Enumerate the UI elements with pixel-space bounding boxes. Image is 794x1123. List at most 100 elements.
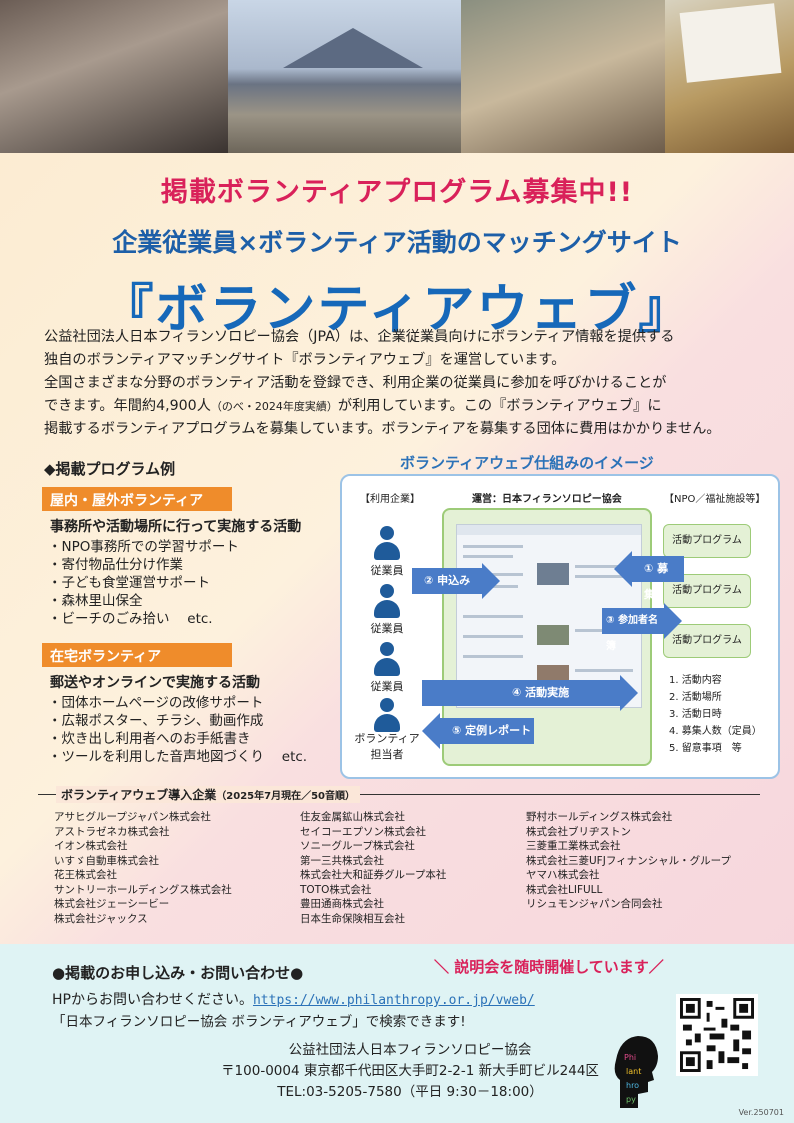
list-item: ・森林里山保全 xyxy=(48,593,143,609)
organization-address: 公益社団法人日本フィランソロピー協会 〒100-0004 東京都千代田区大手町2… xyxy=(220,1040,600,1103)
arrow-report: ⑤ 定例レポート xyxy=(422,713,534,749)
svg-text:Phi: Phi xyxy=(624,1053,636,1062)
company-item: 株式会社LIFULL xyxy=(526,883,603,896)
svg-text:lant: lant xyxy=(626,1067,641,1076)
company-item: 住友金属鉱山株式会社 xyxy=(300,811,405,823)
arrow-activity: ④ 活動実施 xyxy=(422,675,638,711)
coordinator-icon xyxy=(372,698,402,732)
company-item: 豊田通商株式会社 xyxy=(300,898,384,910)
telephone: TEL:03-5205-7580（平日 9:30－18:00） xyxy=(277,1084,543,1100)
company-item: 株式会社三菱UFJフィナンシャル・グループ xyxy=(526,854,731,867)
photo-letter xyxy=(665,0,794,153)
company-item: 日本生命保険相互会社 xyxy=(300,912,405,925)
company-item: アサヒグループジャパン株式会社 xyxy=(54,811,211,823)
list-item: ・寄付物品仕分け作業 xyxy=(48,557,183,573)
companies-column-2: 住友金属鉱山株式会社 セイコーエプソン株式会社 ソニーグループ株式会社 第一三共… xyxy=(300,810,446,926)
diagram-title: ボランティアウェブ仕組みのイメージ xyxy=(400,454,654,472)
svg-text:py: py xyxy=(626,1095,636,1104)
seminar-notice: ＼ 説明会を随時開催しています／ xyxy=(434,958,664,976)
photo-volunteers-sorting xyxy=(0,0,228,153)
company-item: 株式会社ブリヂストン xyxy=(526,825,631,838)
organization-name: 公益社団法人日本フィランソロピー協会 xyxy=(288,1042,532,1058)
employee-label: 従業員 xyxy=(370,680,404,693)
list-item: ・NPO事務所での学習サポート xyxy=(48,539,239,555)
list-item: 5. 留意事項 等 xyxy=(669,743,742,754)
diagram-left-label: 【利用企業】 xyxy=(360,494,420,505)
category-list-onsite: ・NPO事務所での学習サポート ・寄付物品仕分け作業 ・子ども食堂運営サポート … xyxy=(48,538,239,628)
list-item: ・広報ポスター、チラシ、動画作成 xyxy=(48,713,264,729)
headline-recruiting: 掲載ボランティアプログラム募集中!! xyxy=(160,177,634,208)
company-item: 第一三共株式会社 xyxy=(300,854,384,867)
list-item: 1. 活動内容 xyxy=(669,675,722,686)
diagram-right-label: 【NPO／福祉施設等】 xyxy=(664,494,766,505)
program-box: 活動プログラム xyxy=(663,574,751,608)
intro-text: 公益社団法人日本フィランソロピー協会（JPA）は、企業従業員向けにボランティア情… xyxy=(44,326,764,441)
version-label: Ver.250701 xyxy=(738,1108,784,1117)
contact-hp-line: HPからお問い合わせください。https://www.philanthropy.… xyxy=(52,992,535,1008)
photo-food-sorting xyxy=(461,0,665,153)
employee-icon xyxy=(372,526,402,560)
headline-site-name: 『ボランティアウェブ』 xyxy=(101,280,693,340)
company-item: 野村ホールディングス株式会社 xyxy=(526,811,673,823)
employee-icon xyxy=(372,642,402,676)
employee-icon xyxy=(372,584,402,618)
photo-beach-cleanup xyxy=(228,0,461,153)
company-item: セイコーエプソン株式会社 xyxy=(300,825,426,838)
companies-section: ボランティアウェブ導入企業（2025年7月現在／50音順） アサヒグループジャパ… xyxy=(38,786,760,932)
list-item: ・子ども食堂運営サポート xyxy=(48,575,210,591)
headline-subtitle: 企業従業員×ボランティア活動のマッチングサイト xyxy=(112,228,682,257)
intro-line: 公益社団法人日本フィランソロピー協会（JPA）は、企業従業員向けにボランティア情… xyxy=(44,329,675,345)
qr-code[interactable] xyxy=(676,994,758,1076)
companies-column-3: 野村ホールディングス株式会社 株式会社ブリヂストン 三菱重工業株式会社 株式会社… xyxy=(526,810,731,912)
svg-text:hro: hro xyxy=(626,1081,639,1090)
company-item: 花王株式会社 xyxy=(54,869,117,881)
company-item: いすゞ自動車株式会社 xyxy=(54,854,159,867)
screen-image xyxy=(537,625,569,645)
photo-strip xyxy=(0,0,794,153)
postal-address: 〒100-0004 東京都千代田区大手町2-2-1 新大手町ビル244区 xyxy=(221,1063,599,1079)
arrow-roster: ③ 参加者名簿 xyxy=(602,603,682,652)
companies-column-1: アサヒグループジャパン株式会社 アストラゼネカ株式会社 イオン株式会社 いすゞ自… xyxy=(54,810,232,926)
list-item: ・炊き出し利用者へのお手紙書き xyxy=(48,731,251,747)
intro-line: できます。年間約4,900人（のべ・2024年度実績）が利用しています。この『ボ… xyxy=(44,398,662,414)
headline: 掲載ボランティアプログラム募集中!! 企業従業員×ボランティア活動のマッチングサ… xyxy=(0,170,794,342)
category-label-remote: 在宅ボランティア xyxy=(42,643,232,667)
company-item: イオン株式会社 xyxy=(54,840,128,852)
company-item: 三菱重工業株式会社 xyxy=(526,840,621,852)
company-item: ヤマハ株式会社 xyxy=(526,869,600,881)
arrow-recruit: ① 募 集 xyxy=(614,551,684,601)
examples-title: ◆掲載プログラム例 xyxy=(44,460,176,478)
mountain-shape xyxy=(283,28,423,68)
list-item: ・団体ホームページの改修サポート xyxy=(48,695,264,711)
employee-label: 従業員 xyxy=(370,622,404,635)
intro-line: 全国さまざまな分野のボランティア活動を登録でき、利用企業の従業員に参加を呼びかけ… xyxy=(44,375,667,391)
mechanism-diagram: 【利用企業】 運営：日本フィランソロピー協会 【NPO／福祉施設等】 従業員 従… xyxy=(340,474,780,779)
screen-image xyxy=(537,563,569,585)
intro-line: 独自のボランティアマッチングサイト『ボランティアウェブ』を運営しています。 xyxy=(44,352,566,368)
company-item: サントリーホールディングス株式会社 xyxy=(54,883,232,896)
category-label-onsite: 屋内・屋外ボランティア xyxy=(42,487,232,511)
letter-card xyxy=(679,3,782,83)
website-link[interactable]: https://www.philanthropy.or.jp/vweb/ xyxy=(252,993,535,1008)
diagram-center-label: 運営：日本フィランソロピー協会 xyxy=(472,494,622,505)
company-item: TOTO株式会社 xyxy=(300,883,372,896)
category-list-remote: ・団体ホームページの改修サポート ・広報ポスター、チラシ、動画作成 ・炊き出し利… xyxy=(48,694,307,766)
list-item: ・ツールを利用した音声地図づくり etc. xyxy=(48,749,308,765)
program-box: 活動プログラム xyxy=(663,524,751,558)
company-item: 株式会社ジェーシービー xyxy=(54,898,170,910)
list-item: 4. 募集人数（定員） xyxy=(669,726,762,737)
list-item: 3. 活動日時 xyxy=(669,709,722,720)
company-item: 株式会社大和証券グループ本社 xyxy=(300,869,447,881)
category-sub-onsite: 事務所や活動場所に行って実施する活動 xyxy=(50,519,302,535)
list-item: 2. 活動場所 xyxy=(669,692,722,703)
company-item: ソニーグループ株式会社 xyxy=(300,840,415,852)
category-sub-remote: 郵送やオンラインで実施する活動 xyxy=(50,675,260,691)
arrow-apply: ② 申込み xyxy=(412,563,500,599)
company-item: 株式会社ジャックス xyxy=(54,912,148,925)
program-items-list: 1. 活動内容 2. 活動場所 3. 活動日時 4. 募集人数（定員） 5. 留… xyxy=(669,672,762,757)
employee-label: 従業員 xyxy=(370,564,404,577)
company-item: アストラゼネカ株式会社 xyxy=(54,825,170,838)
list-item: ・ビーチのごみ拾い etc. xyxy=(48,611,213,627)
qr-code-icon xyxy=(680,998,754,1072)
contact-search-line: 「日本フィランソロピー協会 ボランティアウェブ」で検索できます! xyxy=(52,1014,466,1030)
